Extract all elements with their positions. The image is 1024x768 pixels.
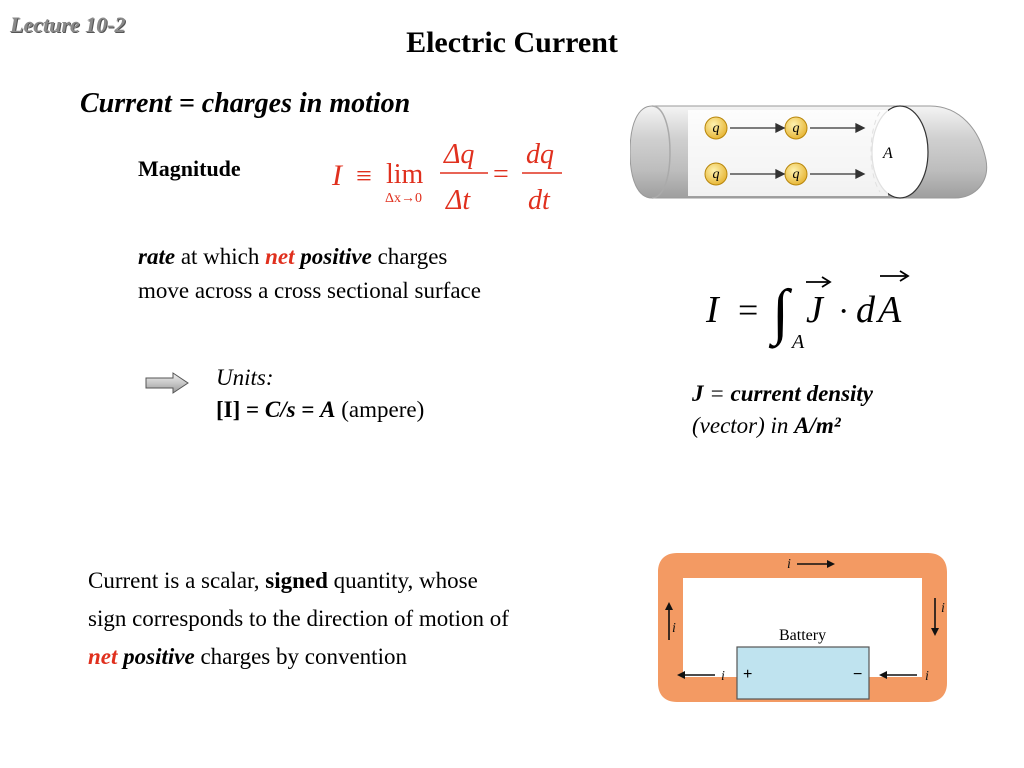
scalar-line2: sign corresponds to the direction of mot… (88, 606, 509, 631)
net-word: net (265, 244, 295, 269)
scalar-c: quantity, whose (327, 568, 478, 593)
eq1-equiv: ≡ (356, 161, 372, 192)
charge-q-3 (704, 162, 728, 186)
subtitle: Current = charges in motion (80, 88, 411, 119)
charge-q-1 (704, 116, 728, 140)
a-vector-arrowhead (899, 270, 910, 282)
current-density-definition: J = current density (vector) in A/m² (692, 378, 873, 442)
scalar-f: charges by convention (194, 644, 407, 669)
units-ampere: (ampere) (335, 397, 425, 422)
battery-minus: − (853, 666, 862, 683)
eq2-j: J (806, 289, 825, 331)
charge-arrowhead-2 (855, 122, 866, 134)
eq2-sub: A (790, 331, 805, 353)
eq1-lhs: I (331, 159, 344, 192)
eq1-num1: Δq (443, 139, 474, 170)
current-label-top: i (787, 557, 791, 572)
current-label-bottom-right: i (925, 669, 929, 684)
rate-line-1: rate at which net positive charges (138, 240, 578, 274)
units-block: Units: [I] = C/s = A (ampere) (216, 362, 424, 426)
battery-plus: + (743, 666, 752, 683)
positive-word: positive (294, 244, 372, 269)
current-arrowhead-left (665, 602, 673, 610)
eq1-den2: dt (528, 185, 551, 216)
rate-at-which: at which (175, 244, 266, 269)
current-arrowhead-top (827, 560, 835, 568)
page-title: Electric Current (406, 26, 618, 59)
units-eq: = (295, 397, 321, 422)
area-label: A (882, 145, 893, 162)
current-density-integral: I = ∫ A J · d A (705, 270, 910, 353)
eq1-num2: dq (526, 139, 554, 170)
units-formula: [I] = C/s = A (ampere) (216, 394, 424, 426)
current-arrowhead-bottom-left (677, 671, 685, 679)
current-arrowhead-bottom-right (879, 671, 887, 679)
eq2-dot: · (838, 293, 849, 330)
scalar-signed: signed (265, 568, 328, 593)
charges-word: charges (371, 244, 448, 269)
charge-arrowhead-3 (775, 168, 786, 180)
eq2-integral: ∫ (768, 278, 793, 349)
rate-line-2: move across a cross sectional surface (138, 278, 481, 303)
rate-description: rate at which net positive charges move … (138, 240, 578, 308)
circuit-wire (658, 553, 947, 702)
wire-front-face (651, 105, 671, 199)
charge-arrowhead-1 (775, 122, 786, 134)
charge-label-3: q (713, 167, 720, 182)
eq1-lim: lim (386, 159, 424, 190)
current-label-bottom-left: i (721, 669, 725, 684)
scalar-net: net (88, 644, 118, 669)
charge-arrowhead-4 (855, 168, 866, 180)
j-vector-arrowhead (821, 276, 832, 288)
units-cs: C/s (264, 397, 296, 422)
jdef-text: current density (730, 381, 874, 406)
jdef-eq: = (703, 381, 731, 406)
charges-in-wire-figure: A q q q q (630, 105, 988, 199)
jdef-line2a: (vector) in (692, 413, 795, 438)
eq1-equals: = (493, 159, 509, 190)
scalar-description: Current is a scalar, signed quantity, wh… (88, 562, 628, 676)
rate-word: rate (138, 244, 176, 269)
charge-label-2: q (793, 121, 800, 136)
eq2-lhs: I (705, 289, 721, 331)
current-label-left: i (672, 621, 676, 636)
jdef-j: J (692, 381, 704, 406)
lecture-label: Lecture 10-2 (10, 12, 126, 37)
eq1-den1: Δt (445, 185, 471, 216)
eq2-equals: = (738, 290, 758, 330)
current-label-right: i (941, 601, 945, 616)
battery-label: Battery (779, 627, 826, 644)
jdef-line2b: A/m² (794, 413, 841, 438)
magnitude-label: Magnitude (138, 156, 241, 181)
charge-label-4: q (793, 167, 800, 182)
units-arrow-icon (145, 372, 189, 394)
charge-label-1: q (713, 121, 720, 136)
eq1-lim-sub: Δx→0 (385, 191, 422, 206)
units-a: A (320, 397, 336, 422)
scalar-a: Current is a scalar, (88, 568, 266, 593)
battery-circuit-figure: Battery + − i i i i i (658, 553, 947, 702)
eq2-a: A (875, 289, 902, 331)
units-label: Units: (216, 365, 274, 390)
units-open: [I] = (216, 397, 265, 422)
scalar-positive: positive (117, 644, 195, 669)
current-definition-equation: I ≡ lim Δx→0 Δq Δt = dq dt (331, 139, 562, 216)
current-arrowhead-right (931, 628, 939, 636)
battery-box (736, 646, 870, 700)
eq2-d: d (856, 289, 876, 331)
